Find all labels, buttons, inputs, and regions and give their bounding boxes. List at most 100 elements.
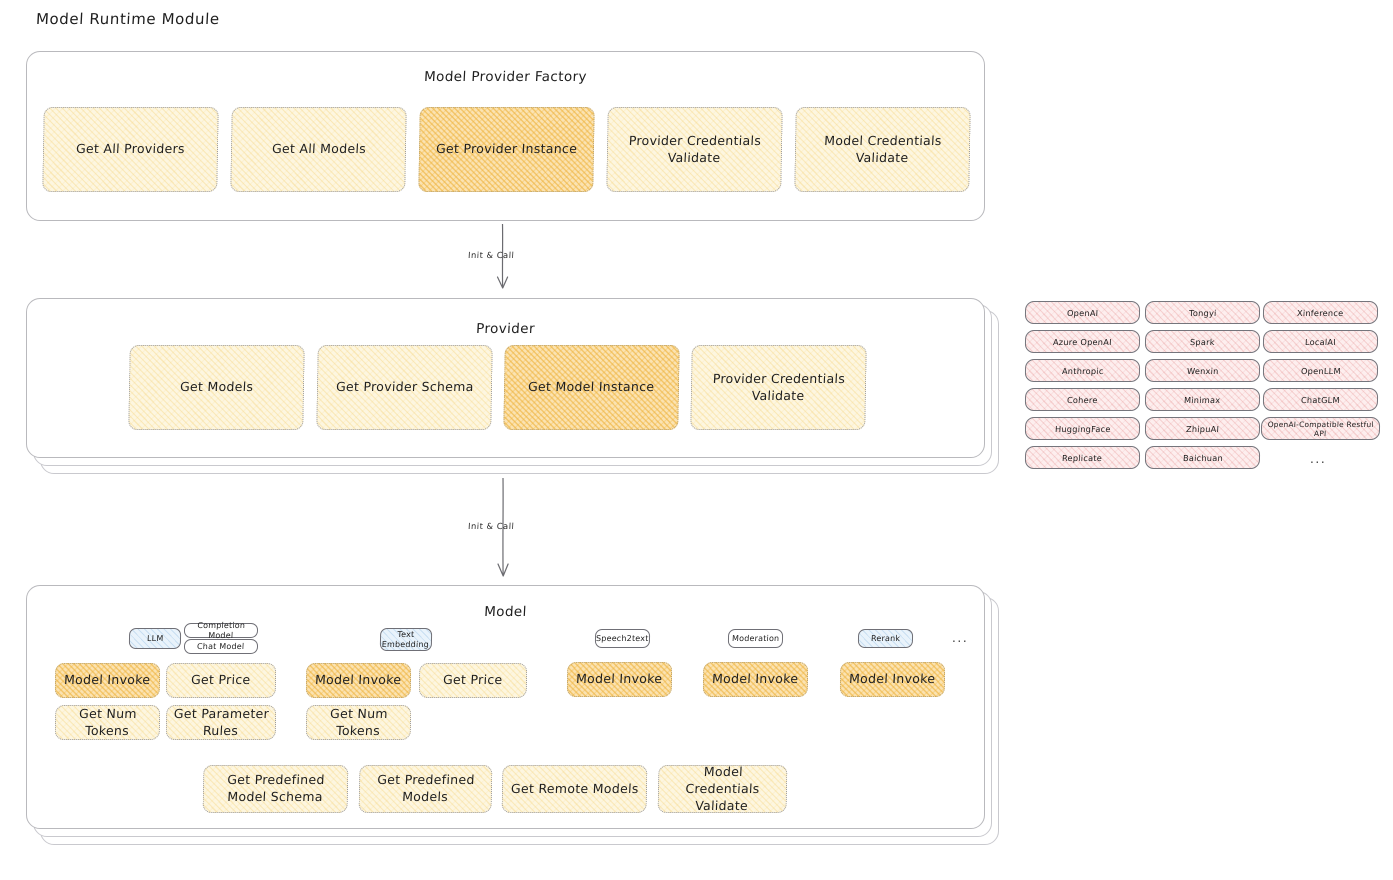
llm-method-get-parameter-rules[interactable]: Get Parameter Rules bbox=[165, 705, 277, 740]
chip-label: Replicate bbox=[1062, 452, 1103, 463]
provider-chip-spark[interactable]: Spark bbox=[1144, 330, 1261, 353]
chip-label: Wenxin bbox=[1186, 365, 1219, 376]
chip-label: LLM bbox=[146, 633, 164, 643]
llm-method-get-price[interactable]: Get Price bbox=[165, 663, 277, 698]
provider-chip-tongyi[interactable]: Tongyi bbox=[1144, 301, 1261, 324]
provider-chip-openai[interactable]: OpenAI bbox=[1024, 301, 1141, 324]
provider-chip-minimax[interactable]: Minimax bbox=[1144, 388, 1261, 411]
box-label: Get Price bbox=[442, 672, 504, 688]
box-label: Get Num Tokens bbox=[329, 705, 389, 738]
chip-label: Xinference bbox=[1297, 307, 1344, 318]
box-label: Model Invoke bbox=[576, 671, 664, 687]
arrow-provider-to-model: Init & Call bbox=[467, 477, 580, 583]
box-label: Get Num Tokens bbox=[78, 705, 138, 738]
model-shared-model-credentials-validate[interactable]: Model Credentials Validate bbox=[657, 763, 788, 813]
page-title: Model Runtime Module bbox=[35, 10, 221, 28]
box-label: Get Predefined Model Schema bbox=[226, 772, 326, 804]
model-type-chip-llm[interactable]: LLM bbox=[128, 628, 182, 649]
chip-label: Anthropic bbox=[1061, 365, 1104, 376]
provider-chip-zhipuai[interactable]: ZhipuAI bbox=[1144, 417, 1261, 440]
box-label: Get Provider Instance bbox=[435, 141, 578, 157]
chip-label: Text Embedding bbox=[381, 629, 430, 649]
factory-box-provider-credentials-validate[interactable]: Provider Credentials Validate bbox=[606, 107, 783, 192]
chip-label: Completion Model bbox=[197, 620, 246, 640]
provider-chip-azure-openai[interactable]: Azure OpenAI bbox=[1024, 330, 1141, 353]
rerank-method-model-invoke[interactable]: Model Invoke bbox=[839, 662, 946, 697]
box-label: Get Models bbox=[179, 379, 254, 395]
box-label: Model Credentials Validate bbox=[685, 763, 761, 813]
provider-box-provider-credentials-validate[interactable]: Provider Credentials Validate bbox=[690, 345, 867, 430]
model-type-chip-speech2text[interactable]: Speech2text bbox=[594, 629, 651, 648]
model-title: Model bbox=[483, 604, 528, 620]
model-provider-factory-title: Model Provider Factory bbox=[423, 69, 588, 85]
chip-label: ZhipuAI bbox=[1185, 423, 1220, 434]
box-label: Get Provider Schema bbox=[335, 379, 474, 395]
model-shared-get-predefined-model-schema[interactable]: Get Predefined Model Schema bbox=[202, 765, 349, 813]
model-shared-get-remote-models[interactable]: Get Remote Models bbox=[501, 765, 648, 813]
chip-label: OpenLLM bbox=[1300, 365, 1341, 376]
text-embedding-method-get-num-tokens[interactable]: Get Num Tokens bbox=[305, 705, 412, 740]
provider-chip-chatglm[interactable]: ChatGLM bbox=[1262, 388, 1379, 411]
box-label: Get All Models bbox=[271, 141, 366, 157]
provider-box-get-provider-schema[interactable]: Get Provider Schema bbox=[316, 345, 493, 430]
box-label: Get Predefined Models bbox=[376, 772, 476, 804]
box-label: Get Parameter Rules bbox=[173, 705, 270, 738]
box-label: Model Invoke bbox=[712, 671, 800, 687]
model-type-chip-rerank[interactable]: Rerank bbox=[857, 629, 914, 648]
text-embedding-method-model-invoke[interactable]: Model Invoke bbox=[305, 663, 412, 698]
provider-title: Provider bbox=[475, 321, 536, 337]
provider-chip-replicate[interactable]: Replicate bbox=[1024, 446, 1141, 469]
chip-label: Chat Model bbox=[197, 641, 245, 651]
box-label: Provider Credentials Validate bbox=[712, 370, 846, 403]
provider-chip-xinference[interactable]: Xinference bbox=[1262, 301, 1379, 324]
model-shared-get-predefined-models[interactable]: Get Predefined Models bbox=[358, 765, 493, 813]
chip-label: HuggingFace bbox=[1054, 423, 1111, 434]
box-label: Model Credentials Validate bbox=[823, 132, 943, 165]
model-subtype-chip-completion-model[interactable]: Completion Model bbox=[183, 620, 259, 640]
box-label: Get All Providers bbox=[75, 141, 186, 157]
model-subtype-chip-chat-model[interactable]: Chat Model bbox=[183, 639, 259, 654]
provider-list-ellipsis: ... bbox=[1310, 452, 1327, 466]
box-label: Get Remote Models bbox=[510, 780, 639, 796]
provider-box-get-models[interactable]: Get Models bbox=[128, 345, 305, 430]
factory-box-get-all-models[interactable]: Get All Models bbox=[230, 107, 407, 192]
provider-chip-cohere[interactable]: Cohere bbox=[1024, 388, 1141, 411]
chip-label: Minimax bbox=[1184, 394, 1221, 405]
llm-method-get-num-tokens[interactable]: Get Num Tokens bbox=[54, 705, 161, 740]
factory-box-get-provider-instance[interactable]: Get Provider Instance bbox=[418, 107, 595, 192]
chip-label: Rerank bbox=[870, 633, 901, 643]
chip-label: OpenAI bbox=[1066, 307, 1099, 318]
text-embedding-method-get-price[interactable]: Get Price bbox=[418, 663, 528, 698]
chip-label: Moderation bbox=[731, 633, 780, 643]
model-type-chip-text-embedding[interactable]: Text Embedding bbox=[379, 628, 433, 651]
chip-label: ChatGLM bbox=[1300, 394, 1341, 405]
chip-label: OpenAI-Compatible Restful API bbox=[1267, 419, 1374, 438]
factory-box-get-all-providers[interactable]: Get All Providers bbox=[42, 107, 219, 192]
box-label: Model Invoke bbox=[315, 672, 403, 688]
provider-chip-baichuan[interactable]: Baichuan bbox=[1144, 446, 1261, 469]
provider-chip-wenxin[interactable]: Wenxin bbox=[1144, 359, 1261, 382]
arrow-label: Init & Call bbox=[467, 250, 515, 260]
model-groups-ellipsis: ... bbox=[952, 631, 969, 645]
provider-chip-huggingface[interactable]: HuggingFace bbox=[1024, 417, 1141, 440]
moderation-method-model-invoke[interactable]: Model Invoke bbox=[702, 662, 809, 697]
provider-chip-localai[interactable]: LocalAI bbox=[1262, 330, 1379, 353]
chip-label: Spark bbox=[1189, 336, 1216, 347]
provider-chip-openllm[interactable]: OpenLLM bbox=[1262, 359, 1379, 382]
llm-method-model-invoke[interactable]: Model Invoke bbox=[54, 663, 161, 698]
model-type-chip-moderation[interactable]: Moderation bbox=[727, 629, 784, 648]
chip-label: Tongyi bbox=[1188, 307, 1217, 318]
box-label: Get Model Instance bbox=[527, 379, 656, 395]
provider-chip-anthropic[interactable]: Anthropic bbox=[1024, 359, 1141, 382]
arrow-label: Init & Call bbox=[467, 521, 515, 531]
factory-box-model-credentials-validate[interactable]: Model Credentials Validate bbox=[794, 107, 971, 192]
box-label: Model Invoke bbox=[64, 672, 152, 688]
speech2text-method-model-invoke[interactable]: Model Invoke bbox=[566, 662, 673, 697]
chip-label: Cohere bbox=[1066, 394, 1099, 405]
chip-label: Speech2text bbox=[596, 633, 650, 643]
arrow-factory-to-provider: Init & Call bbox=[467, 223, 580, 296]
provider-box-get-model-instance[interactable]: Get Model Instance bbox=[503, 345, 680, 430]
chip-label: Baichuan bbox=[1182, 452, 1223, 463]
provider-chip-openai-compatible-restful-api[interactable]: OpenAI-Compatible Restful API bbox=[1260, 417, 1381, 440]
box-label: Model Invoke bbox=[849, 671, 937, 687]
